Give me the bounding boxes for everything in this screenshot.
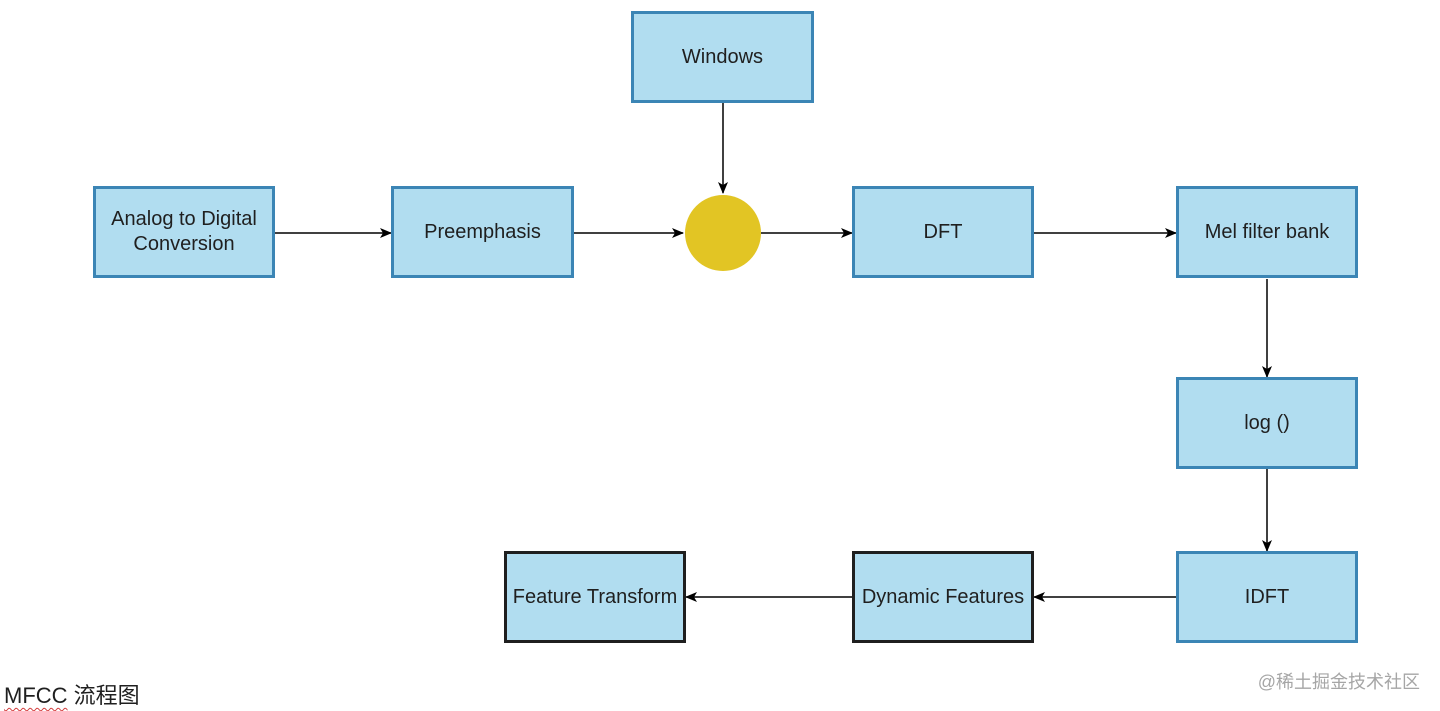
node-dft: DFT <box>852 186 1034 278</box>
node-idft: IDFT <box>1176 551 1358 643</box>
node-windows: Windows <box>631 11 814 103</box>
node-preemphasis: Preemphasis <box>391 186 574 278</box>
junction-circle <box>685 195 761 271</box>
caption-suffix: 流程图 <box>67 683 140 708</box>
node-adc: Analog to Digital Conversion <box>93 186 275 278</box>
node-mel-filter-bank: Mel filter bank <box>1176 186 1358 278</box>
diagram-caption: MFCC 流程图 <box>4 678 140 710</box>
caption-prefix: MFCC <box>4 683 68 708</box>
node-feature-transform: Feature Transform <box>504 551 686 643</box>
node-log: log () <box>1176 377 1358 469</box>
node-dynamic-features: Dynamic Features <box>852 551 1034 643</box>
watermark: @稀土掘金技术社区 <box>1257 672 1420 692</box>
